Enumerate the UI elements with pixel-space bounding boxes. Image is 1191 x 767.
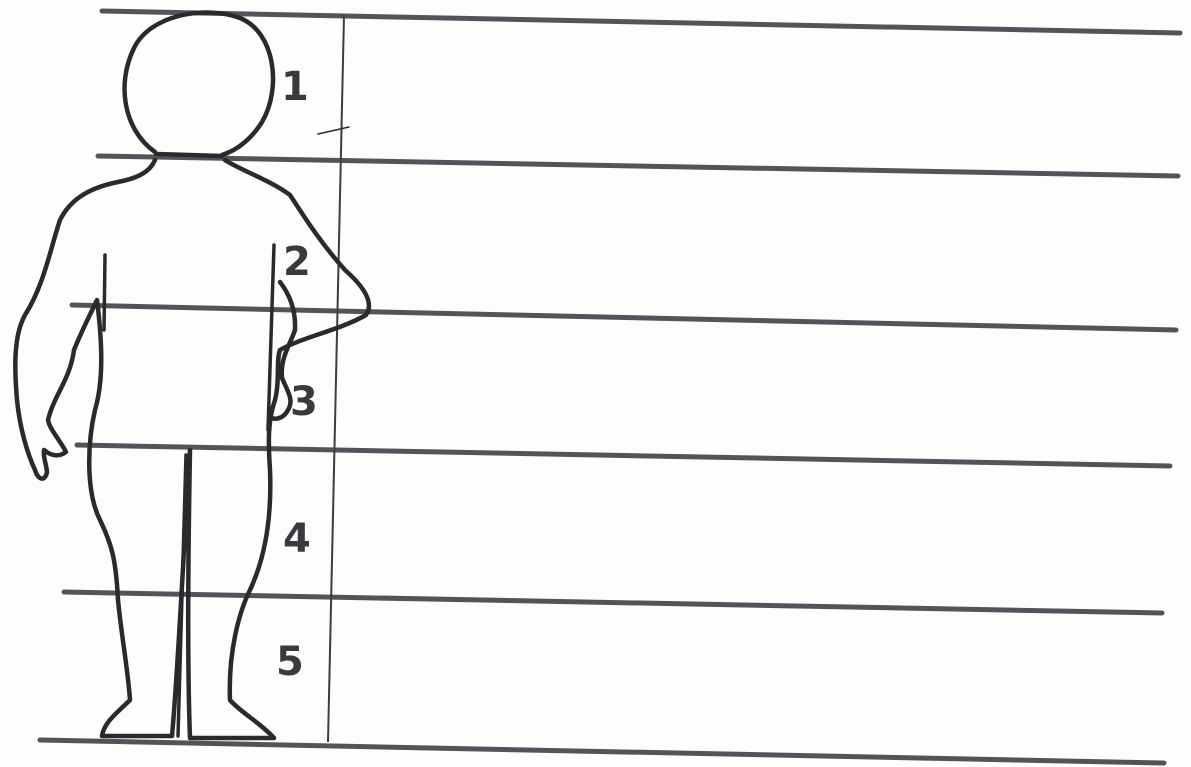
pencil-mark — [318, 127, 349, 134]
section-label-3: 3 — [290, 379, 318, 425]
section-label-4: 4 — [283, 516, 311, 562]
torso-left-line — [104, 255, 105, 330]
guide-line-3 — [77, 445, 1170, 466]
section-label-2: 2 — [283, 239, 311, 285]
guide-line-2 — [72, 305, 1176, 330]
section-label-1: 1 — [281, 64, 309, 110]
guide-line-top — [102, 11, 1180, 33]
guide-line-bottom — [40, 740, 1164, 763]
neck-line — [156, 154, 222, 156]
guide-lines — [40, 11, 1180, 763]
guide-line-4 — [64, 592, 1162, 613]
child-figure — [15, 12, 369, 738]
head-outline — [125, 12, 274, 155]
section-label-5: 5 — [276, 639, 304, 685]
vertical-measure-line — [328, 15, 344, 742]
guide-line-1 — [98, 156, 1178, 176]
